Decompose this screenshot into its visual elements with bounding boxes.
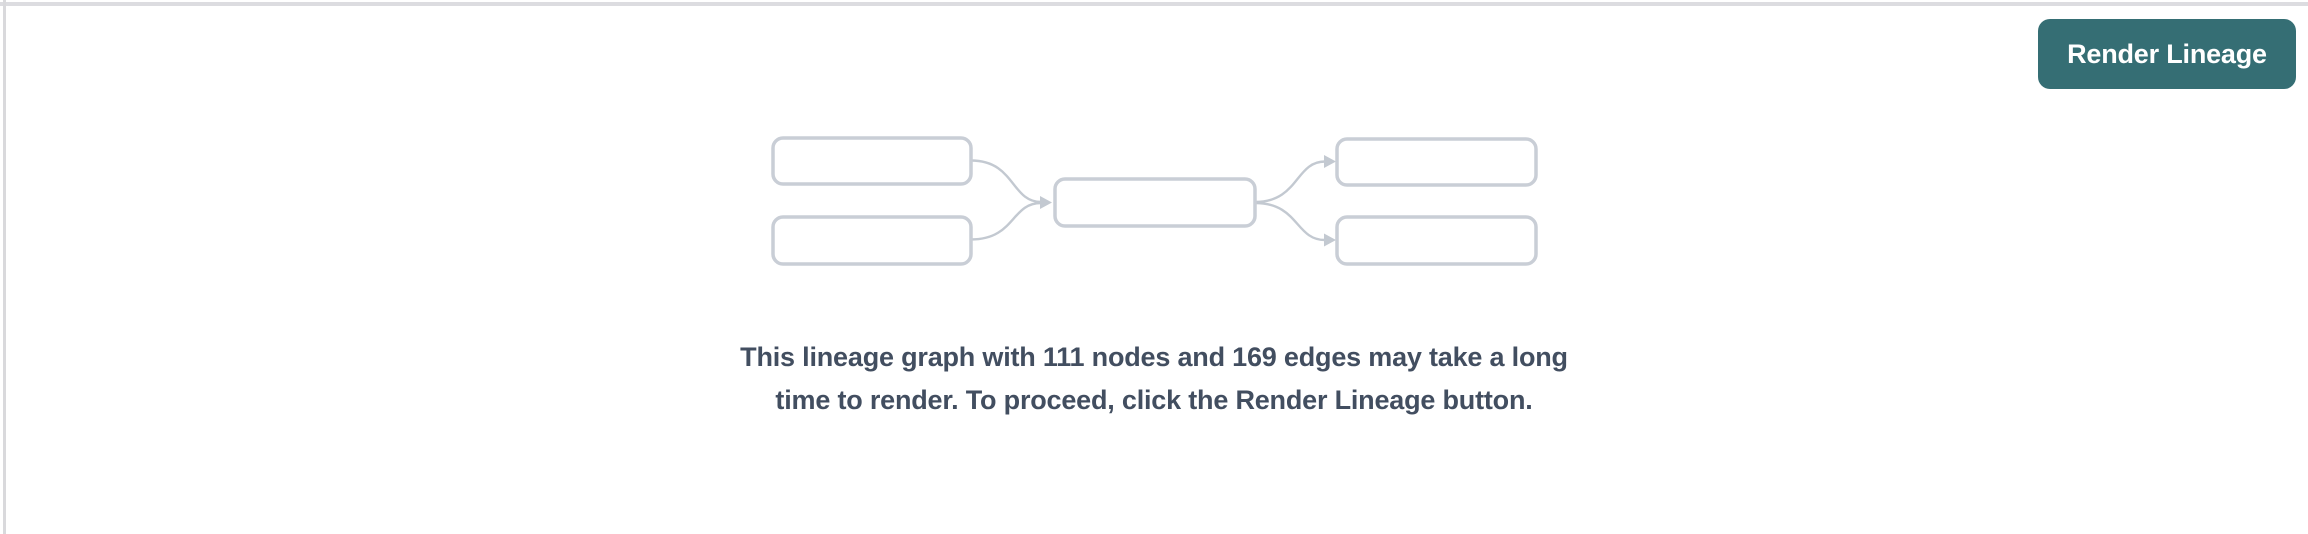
edge-upstream-top (970, 159, 1042, 204)
arrowhead-downstream-top-icon (1324, 155, 1336, 168)
arrowhead-center-icon (1040, 196, 1052, 209)
placeholder-node-downstream-top (1335, 137, 1538, 187)
render-warning-message: This lineage graph with 111 nodes and 16… (740, 342, 1568, 415)
top-divider (0, 2, 2308, 6)
arrowhead-downstream-bottom-icon (1324, 233, 1336, 247)
render-lineage-button[interactable]: Render Lineage (2038, 19, 2296, 89)
placeholder-edges (970, 155, 1336, 247)
placeholder-node-center (1053, 177, 1257, 228)
edge-downstream-top (1254, 160, 1326, 204)
edge-downstream-bottom (1254, 201, 1326, 242)
placeholder-node-downstream-bottom (1335, 215, 1538, 266)
lineage-placeholder-illustration (771, 136, 1538, 266)
edge-upstream-bottom (970, 201, 1042, 241)
placeholder-nodes (771, 136, 1538, 266)
placeholder-node-upstream-bottom (771, 215, 973, 266)
left-panel-divider (3, 0, 6, 534)
placeholder-node-upstream-top (771, 136, 973, 186)
